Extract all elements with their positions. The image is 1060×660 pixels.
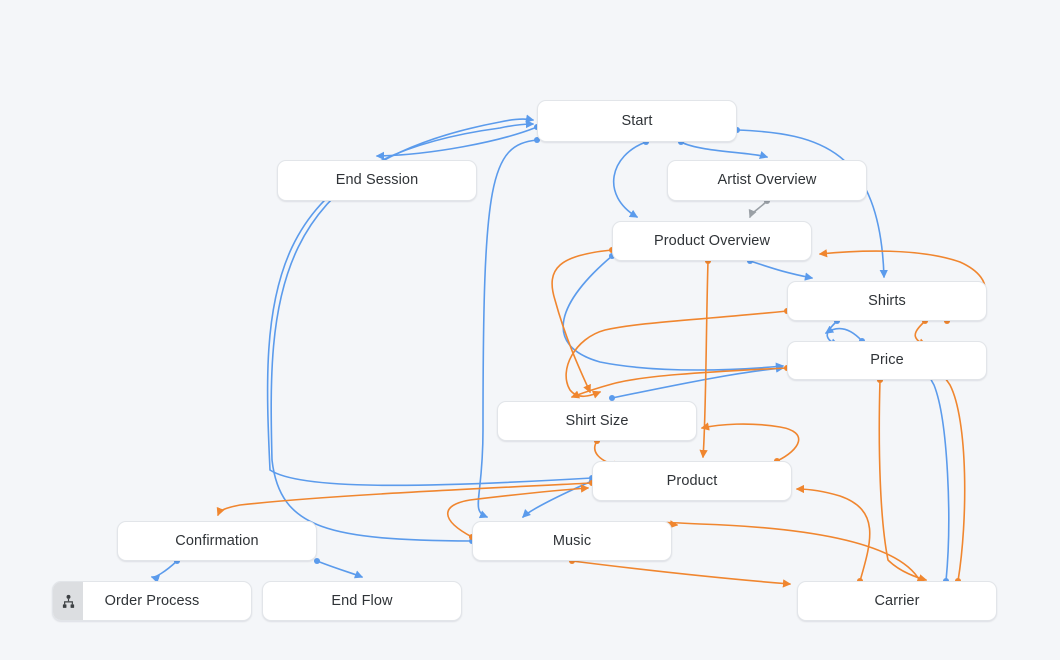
node-end-session[interactable]: End Session	[277, 160, 477, 201]
node-order-process[interactable]: Order Process	[52, 581, 252, 621]
node-start[interactable]: Start	[537, 100, 737, 142]
node-artist-overview[interactable]: Artist Overview	[667, 160, 867, 201]
node-carrier[interactable]: Carrier	[797, 581, 997, 621]
edge-confirmation-order-process	[150, 557, 181, 584]
node-label: Order Process	[104, 592, 200, 609]
node-shirts[interactable]: Shirts	[787, 281, 987, 321]
node-shirt-size[interactable]: Shirt Size	[497, 401, 697, 441]
node-label: Product Overview	[653, 232, 771, 249]
node-label: End Flow	[331, 592, 393, 609]
edge-artist-overview-product-overview	[748, 197, 771, 219]
edge-carrier-price-orange	[937, 366, 966, 585]
node-label: Product	[666, 472, 718, 489]
edge-shirt-size-price	[608, 364, 785, 402]
node-product-overview[interactable]: Product Overview	[612, 221, 812, 261]
node-label: Shirt Size	[565, 412, 629, 429]
node-label: Start	[621, 112, 653, 129]
edge-product-music	[522, 477, 596, 518]
edge-product-shirt-size	[700, 422, 800, 465]
edge-product-overview-shirt-size	[551, 246, 616, 394]
edge-product-confirmation	[216, 479, 596, 517]
node-confirmation[interactable]: Confirmation	[117, 521, 317, 561]
edge-price-carrier	[876, 376, 928, 583]
node-end-flow[interactable]: End Flow	[262, 581, 462, 621]
node-label: Carrier	[874, 592, 920, 609]
edge-confirmation-end-flow	[313, 557, 364, 579]
edge-product-overview-product	[699, 257, 712, 459]
edge-music-carrier	[568, 557, 792, 588]
edge-start-artist-overview	[677, 138, 769, 160]
edge-carrier-product	[795, 484, 871, 585]
edge-price-shirts	[824, 325, 866, 345]
node-label: Music	[552, 532, 592, 549]
edge-carrier-music	[656, 520, 924, 585]
edge-start-end-session	[375, 123, 541, 161]
node-label: Artist Overview	[717, 172, 817, 189]
edge-carrier-price	[923, 368, 950, 585]
node-label: End Session	[335, 172, 419, 189]
edge-start-music	[477, 136, 541, 519]
node-label: Price	[870, 352, 904, 369]
edge-product-overview-price	[562, 252, 785, 371]
edge-shirts-shirt-size	[565, 307, 791, 399]
edge-start-product-overview	[612, 138, 650, 218]
node-product[interactable]: Product	[592, 461, 792, 501]
node-music[interactable]: Music	[472, 521, 672, 561]
node-price[interactable]: Price	[787, 341, 987, 380]
edge-price-shirt-size	[570, 364, 791, 399]
edge-product-overview-shirts	[746, 257, 814, 281]
node-label: Shirts	[868, 292, 906, 309]
node-label: Confirmation	[175, 532, 259, 549]
hierarchy-icon	[53, 582, 83, 620]
